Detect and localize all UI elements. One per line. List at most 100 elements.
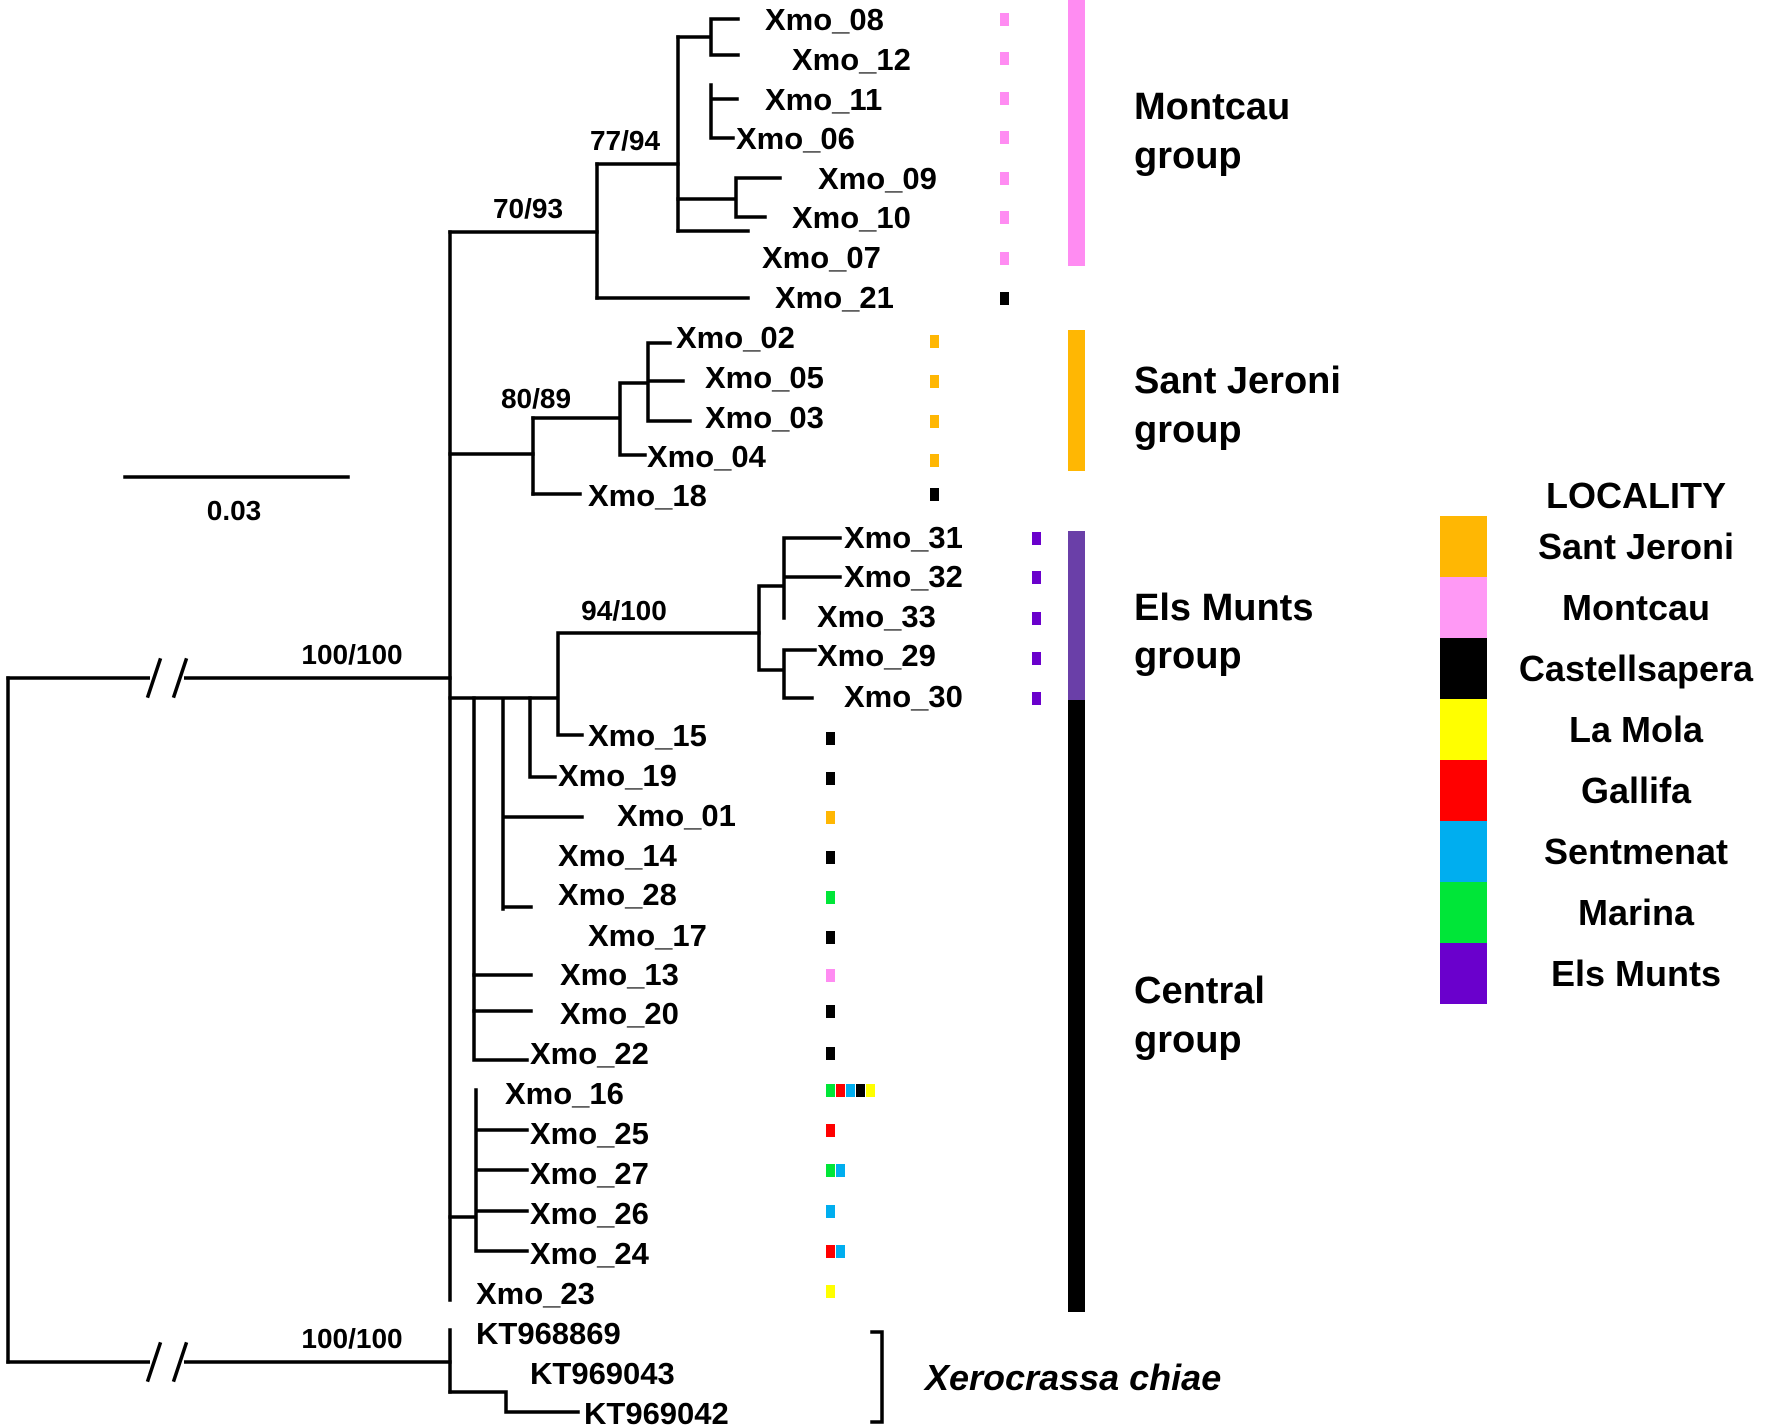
- central-stem: [448, 696, 529, 1062]
- locality-marker: [1000, 13, 1009, 26]
- taxon-label: Xmo_09: [818, 161, 937, 196]
- elsmunts-inner: [757, 536, 842, 700]
- group-bar-montcau: [1068, 0, 1085, 266]
- taxon-label: Xmo_02: [676, 320, 795, 355]
- group-bar-central: [1068, 700, 1085, 1312]
- subclade-08-12-11-06: [676, 17, 740, 140]
- taxon-label: Xmo_28: [558, 877, 677, 912]
- locality-marker: [826, 1285, 835, 1298]
- taxon-label: Xmo_29: [817, 638, 936, 673]
- legend-entry-label: Sentmenat: [1544, 831, 1728, 872]
- taxon-label: Xmo_18: [588, 478, 707, 513]
- locality-marker: [826, 772, 835, 785]
- taxon-label: Xmo_10: [792, 200, 911, 235]
- taxon-labels: Xmo_08 Xmo_12 Xmo_11 Xmo_06 Xmo_09 Xmo_1…: [476, 2, 963, 1427]
- taxon-label: Xmo_11: [765, 82, 882, 117]
- locality-markers: [826, 13, 1041, 1298]
- legend-swatch: [1440, 821, 1487, 882]
- taxon-label: Xmo_23: [476, 1276, 595, 1311]
- group-label-line2: group: [1134, 135, 1242, 177]
- support-value-santjeroni-clade: 80/89: [501, 383, 571, 414]
- locality-marker: [826, 851, 835, 864]
- locality-marker: [1032, 652, 1041, 665]
- legend-swatch: [1440, 943, 1487, 1004]
- taxon-label: Xmo_17: [588, 918, 707, 953]
- locality-marker: [930, 335, 939, 348]
- locality-marker: [826, 1047, 835, 1060]
- taxon-label: Xmo_31: [844, 520, 963, 555]
- locality-marker: [1032, 692, 1041, 705]
- taxon-label: Xmo_22: [530, 1036, 649, 1071]
- tree-branches: [6, 17, 842, 1364]
- locality-marker: [1000, 211, 1009, 224]
- taxon-label: KT969042: [584, 1396, 729, 1427]
- group-label-line1: Central: [1134, 970, 1265, 1012]
- taxon-label: Xmo_15: [588, 718, 707, 753]
- locality-marker: [826, 732, 835, 745]
- locality-marker: [826, 1005, 835, 1018]
- kt-inner-branch: [448, 1390, 580, 1414]
- taxon-label: Xmo_01: [617, 798, 736, 833]
- locality-marker: [836, 1245, 845, 1258]
- axis-break-mark: [171, 657, 189, 699]
- taxon-label: Xmo_14: [558, 838, 678, 873]
- central-16-24-clade: [448, 1088, 529, 1253]
- taxon-label: Xmo_19: [558, 758, 677, 793]
- locality-marker: [826, 931, 835, 944]
- group-label-line1: Els Munts: [1134, 587, 1313, 629]
- group-label-line2: group: [1134, 1019, 1242, 1061]
- outgroup-branches: [448, 1328, 580, 1414]
- locality-marker: [866, 1084, 875, 1097]
- taxon-label: Xmo_20: [560, 996, 679, 1031]
- central-inner: [472, 696, 584, 911]
- taxon-label: Xmo_12: [792, 42, 911, 77]
- legend-entry-label: Gallifa: [1581, 770, 1692, 811]
- taxon-label: Xmo_16: [505, 1076, 624, 1111]
- locality-marker: [1000, 131, 1009, 144]
- scale-bar: 0.03: [123, 475, 350, 526]
- locality-marker: [826, 1164, 835, 1177]
- group-labels: Montcau group Sant Jeroni group Els Munt…: [1134, 86, 1341, 1061]
- group-label-line1: Montcau: [1134, 86, 1290, 128]
- legend-entry-label: Montcau: [1562, 587, 1710, 628]
- locality-marker: [1000, 292, 1009, 305]
- locality-marker: [826, 1205, 835, 1218]
- support-value-elsmunts-clade: 94/100: [581, 595, 667, 626]
- legend-swatch: [1440, 699, 1487, 760]
- locality-marker: [826, 811, 835, 824]
- subclade-09-10-07: [676, 176, 782, 233]
- locality-marker: [1000, 52, 1009, 65]
- legend-swatch: [1440, 516, 1487, 577]
- taxon-label: Xmo_05: [705, 360, 824, 395]
- taxon-label: Xmo_33: [817, 599, 936, 634]
- group-bar-santjeroni: [1068, 330, 1085, 471]
- taxon-label: Xmo_30: [844, 679, 963, 714]
- legend-entry-label: Marina: [1578, 892, 1695, 933]
- taxon-label: Xmo_08: [765, 2, 884, 37]
- locality-marker: [826, 969, 835, 982]
- locality-marker: [826, 1124, 835, 1137]
- legend-entry-label: Castellsapera: [1519, 648, 1754, 689]
- taxon-label: Xmo_07: [762, 240, 881, 275]
- support-value-montcau-clade: 70/93: [493, 193, 563, 224]
- outgroup-bracket-line: [870, 1330, 884, 1424]
- support-values: 77/94 70/93 80/89 94/100 100/100 100/100: [301, 125, 666, 1354]
- legend-swatch: [1440, 882, 1487, 943]
- legend-entry-label: La Mola: [1569, 709, 1704, 750]
- taxon-label: Xmo_06: [736, 121, 855, 156]
- support-value-outgroup: 100/100: [301, 1323, 402, 1354]
- legend-title: LOCALITY: [1546, 475, 1726, 516]
- axis-break-mark: [145, 1341, 163, 1383]
- taxon-label: Xmo_32: [844, 559, 963, 594]
- legend-swatch: [1440, 638, 1487, 699]
- locality-marker: [1000, 92, 1009, 105]
- locality-marker: [856, 1084, 865, 1097]
- outgroup-species-label: Xerocrassa chiae: [923, 1357, 1221, 1398]
- taxon-label: Xmo_24: [530, 1236, 650, 1271]
- elsmunts-stem: [528, 631, 761, 737]
- locality-marker: [846, 1084, 855, 1097]
- taxon-label: Xmo_25: [530, 1116, 649, 1151]
- taxon-label: Xmo_27: [530, 1156, 649, 1191]
- locality-marker: [1000, 252, 1009, 265]
